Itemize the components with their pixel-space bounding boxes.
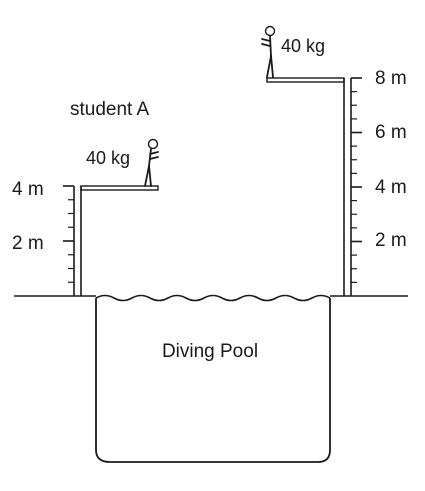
right-diving-board [266, 77, 345, 83]
student-figure-left-icon [144, 138, 159, 187]
right-scale-label-8m: 8 m [375, 68, 407, 89]
left-tower [63, 185, 82, 296]
left-scale-label-4m: 4 m [12, 179, 44, 200]
left-diving-board [80, 185, 159, 191]
right-scale-label-2m: 2 m [375, 230, 407, 251]
student-label: student A [70, 99, 150, 120]
pool-label: Diving Pool [162, 341, 258, 362]
left-tower-ticks [63, 185, 74, 283]
right-scale-label-4m: 4 m [375, 177, 407, 198]
right-scale-label-6m: 6 m [375, 122, 407, 143]
pool-outline [95, 298, 331, 463]
right-tower-ticks [351, 77, 362, 283]
mass-label-right: 40 kg [281, 36, 325, 56]
water-surface [95, 294, 331, 302]
student-figure-right-icon [261, 25, 276, 78]
mass-label-left: 40 kg [86, 148, 130, 168]
left-scale-label-2m: 2 m [12, 233, 44, 254]
right-tower [343, 77, 362, 296]
